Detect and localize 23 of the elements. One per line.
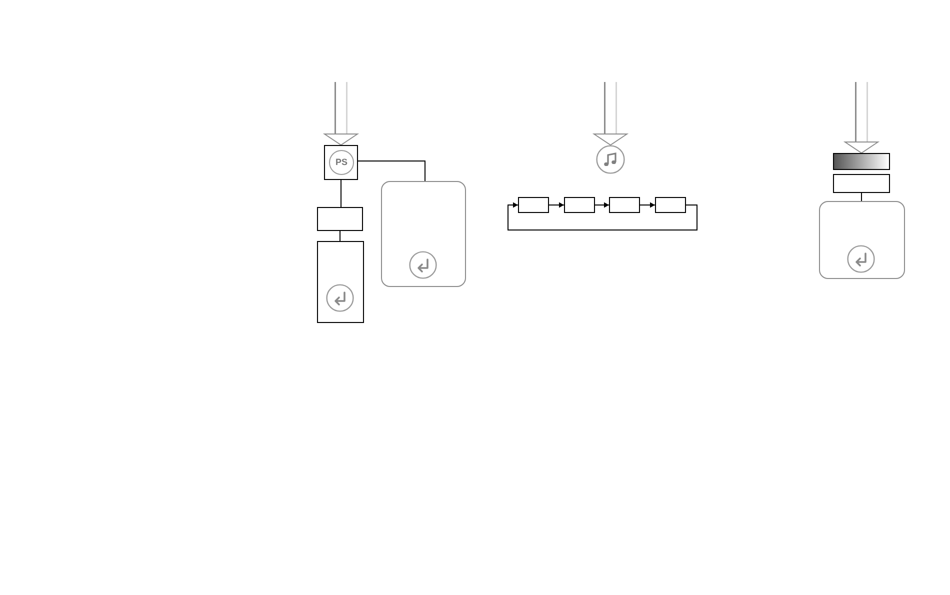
rounded-box	[819, 201, 905, 279]
circle-label: PS	[329, 150, 354, 175]
connector-line	[861, 192, 862, 202]
process-box	[518, 197, 549, 213]
arrow	[594, 202, 610, 208]
connector-line	[358, 160, 426, 182]
music-icon	[596, 145, 625, 174]
connector-line	[340, 180, 342, 208]
block-arrow	[324, 82, 358, 146]
process-box	[324, 145, 358, 180]
arrow	[548, 202, 564, 208]
process-box	[655, 197, 686, 213]
process-box	[833, 174, 890, 193]
process-box	[317, 241, 364, 323]
process-box	[609, 197, 640, 213]
rounded-box	[381, 181, 466, 287]
block-arrow	[844, 82, 878, 154]
block-arrow	[594, 82, 628, 146]
process-box	[564, 197, 595, 213]
arrow	[508, 202, 698, 230]
process-box	[317, 207, 363, 231]
gradient-bar	[833, 153, 890, 170]
arrow	[640, 202, 656, 208]
